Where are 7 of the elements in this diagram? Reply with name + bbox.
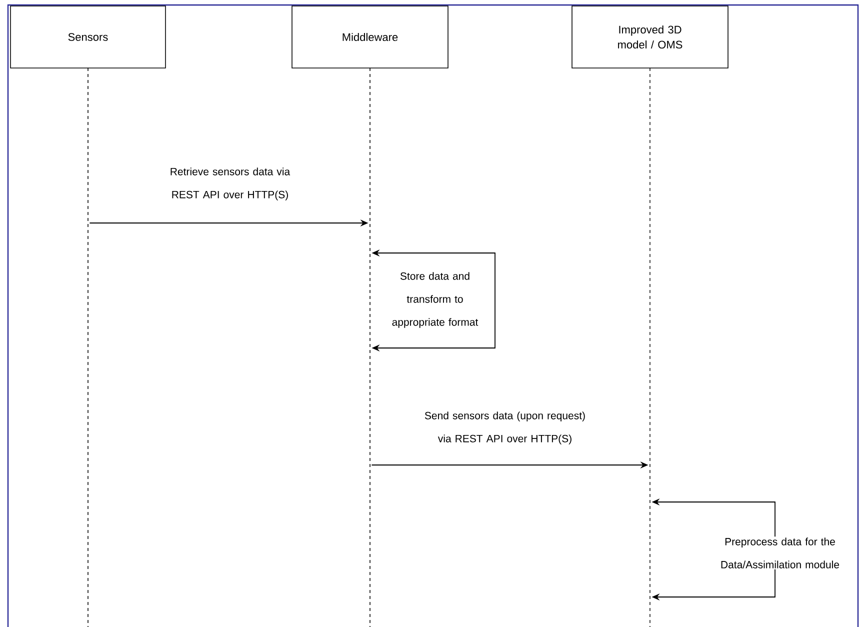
message-label: Preprocess data for the Data/Assimilation module xyxy=(718,536,842,570)
message-label: Send sensors data (upon request) via REST API over HTTP(S) xyxy=(424,412,585,444)
participant-box: Middleware xyxy=(292,6,448,68)
message-label: Store data and transform to appropriate format xyxy=(378,271,492,329)
message-label: Retrieve sensors data via REST API over HTTP(S) xyxy=(170,168,290,200)
participant-box: Improved 3D model / OMS xyxy=(572,6,728,68)
participant-box: Sensors xyxy=(10,6,166,68)
